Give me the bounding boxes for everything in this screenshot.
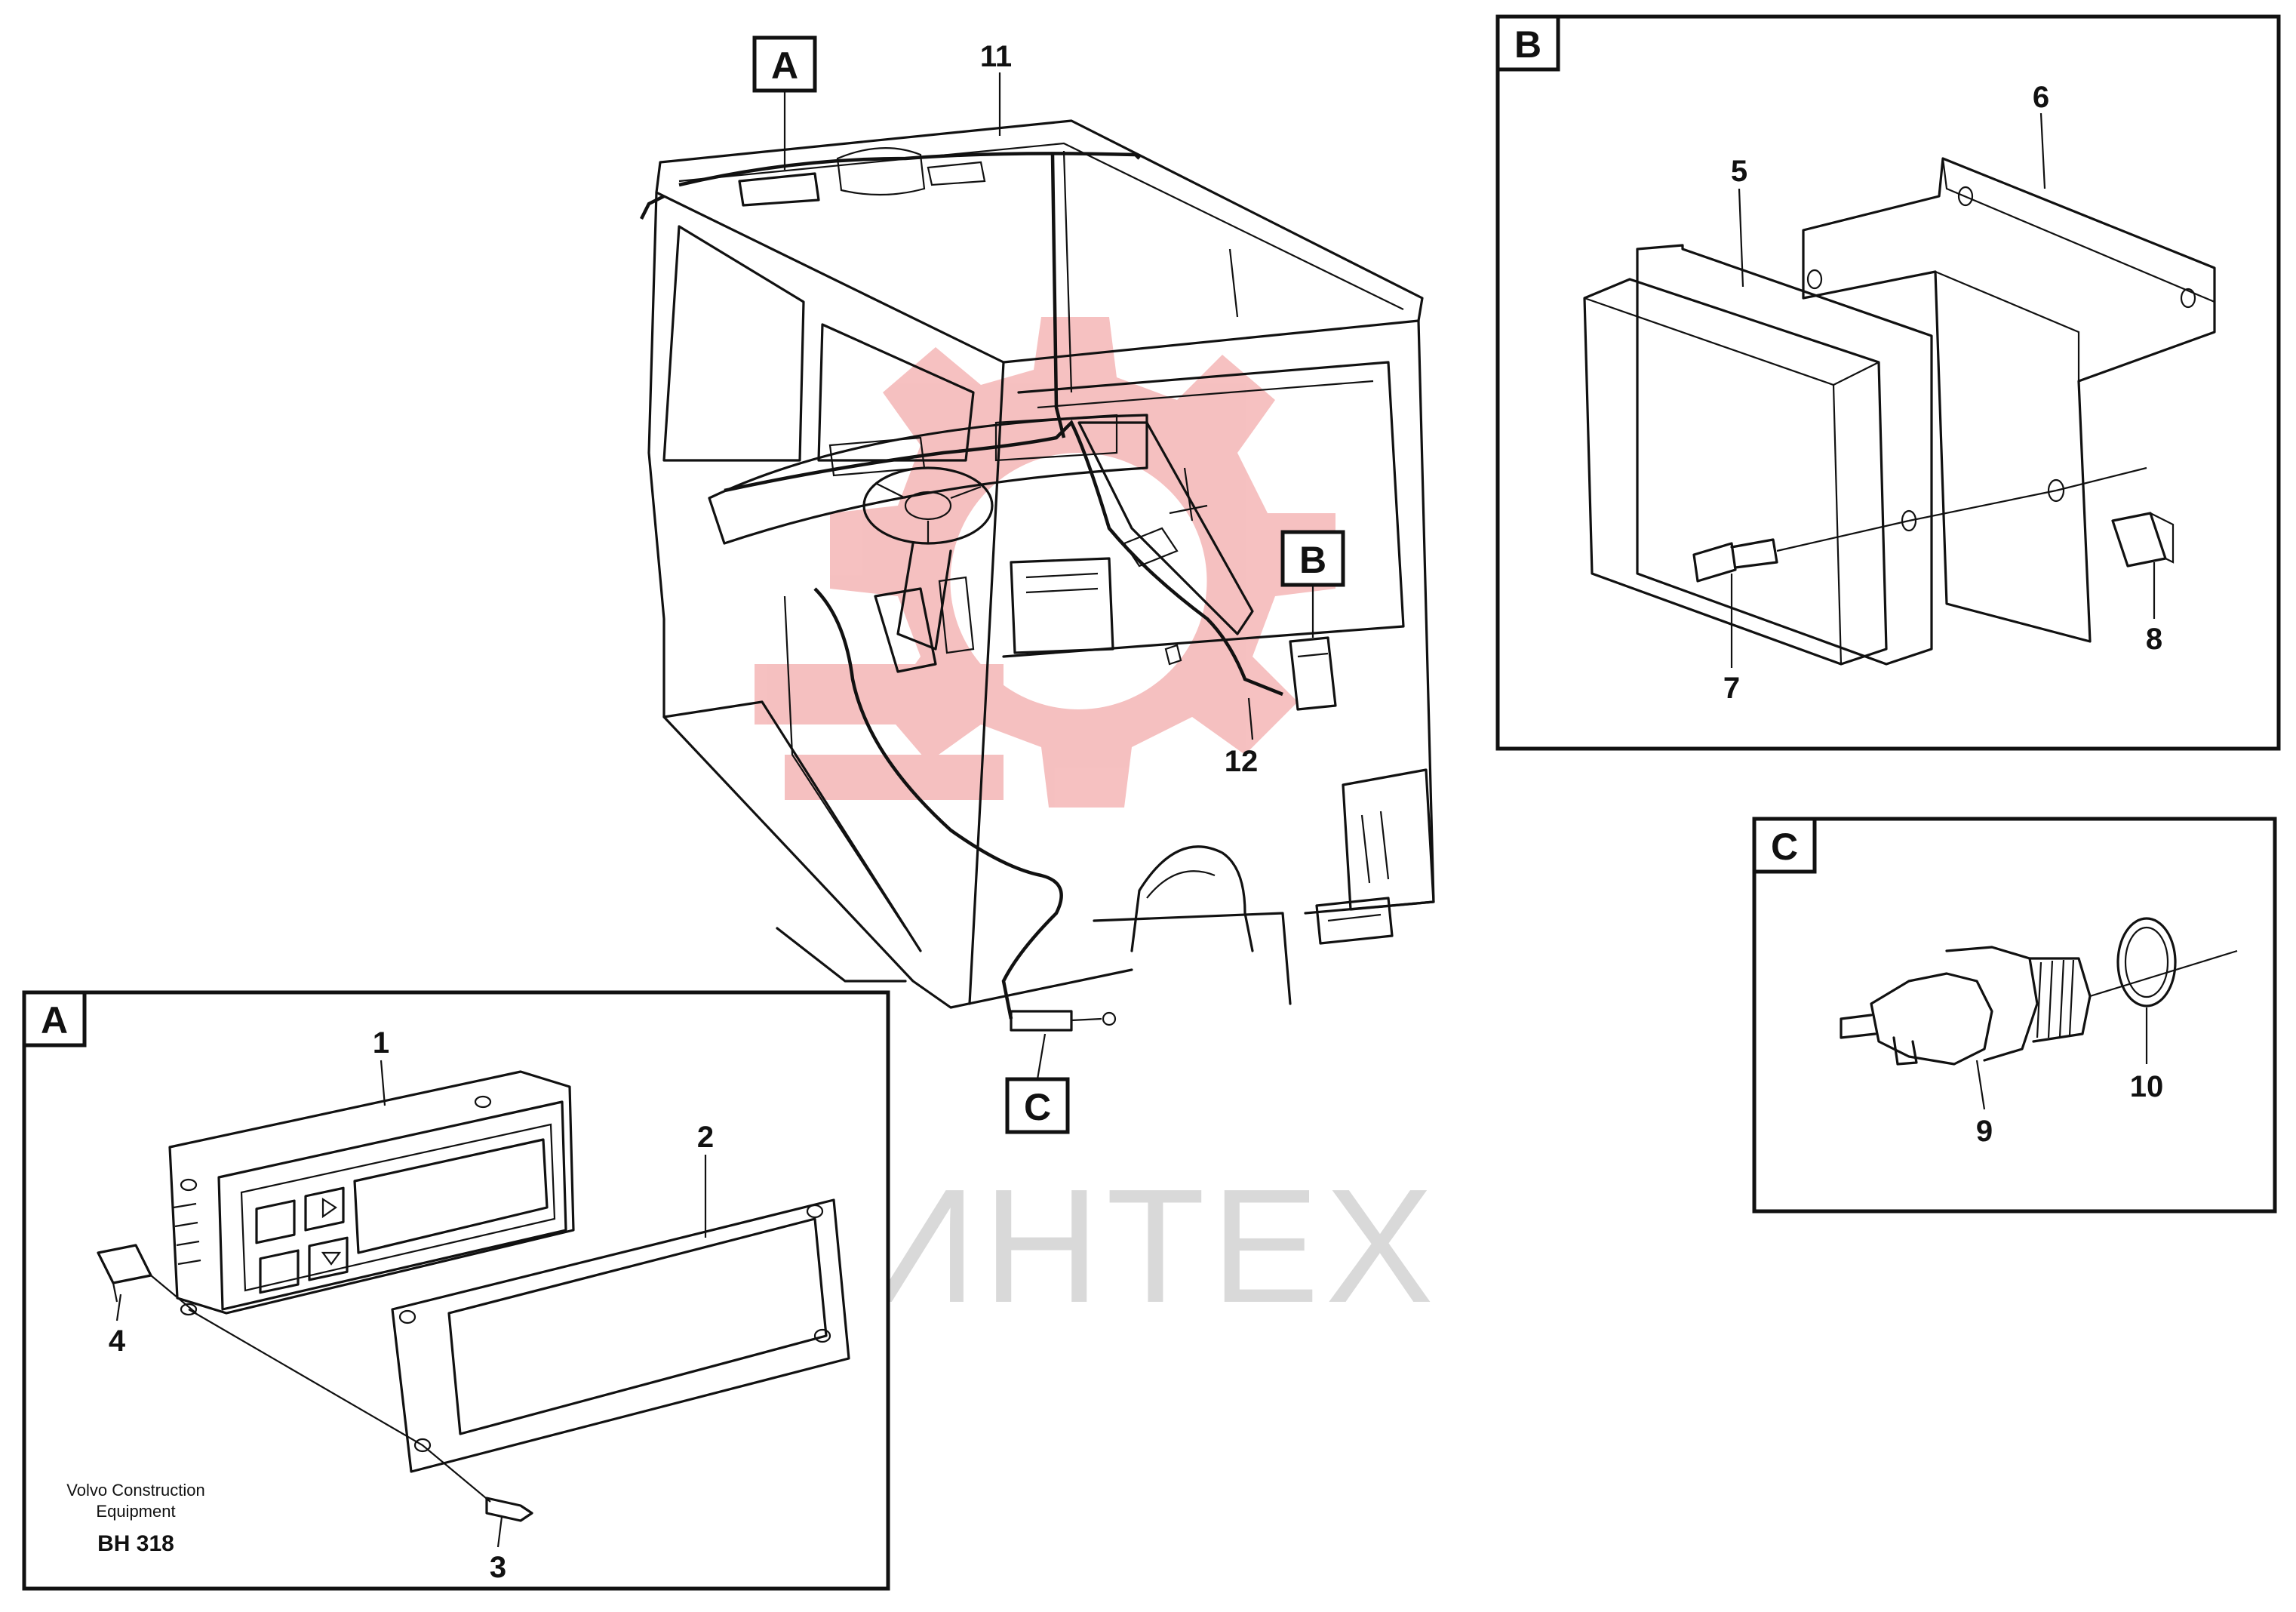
callout-10: 10 [2130, 1070, 2164, 1103]
callout-8: 8 [2146, 623, 2162, 656]
detail-view-a: A 1 2 3 4 [22, 990, 890, 1591]
svg-text:A: A [41, 999, 68, 1041]
company-name-line2: Equipment [96, 1502, 175, 1521]
callout-1: 1 [373, 1026, 389, 1060]
cab-assembly [639, 119, 1435, 1032]
tag-a-on-cab: A [752, 35, 817, 170]
callout-12: 12 [1225, 745, 1259, 778]
callout-5: 5 [1731, 155, 1747, 188]
callout-9: 9 [1976, 1115, 1993, 1148]
svg-text:B: B [1514, 23, 1541, 66]
callout-2: 2 [697, 1121, 714, 1154]
detail-view-b: B 5 6 7 8 [1495, 14, 2281, 751]
watermark-text: ИНТЕХ [860, 1155, 1440, 1337]
tag-c-on-cab: C [1005, 1033, 1070, 1134]
svg-text:C: C [1024, 1086, 1051, 1128]
callout-7: 7 [1723, 672, 1740, 705]
callout-11: 11 [980, 40, 1012, 73]
callout-6: 6 [2033, 81, 2049, 114]
detail-view-c: C 9 10 [1752, 817, 2277, 1214]
callout-4: 4 [109, 1324, 126, 1358]
svg-text:B: B [1299, 539, 1326, 581]
svg-text:C: C [1771, 826, 1798, 868]
callout-3: 3 [490, 1551, 506, 1584]
company-name-line1: Volvo Construction [66, 1481, 204, 1500]
tag-b-on-cab: B [1280, 530, 1345, 638]
drawing-number: BH 318 [97, 1531, 174, 1556]
svg-text:A: A [771, 45, 798, 87]
